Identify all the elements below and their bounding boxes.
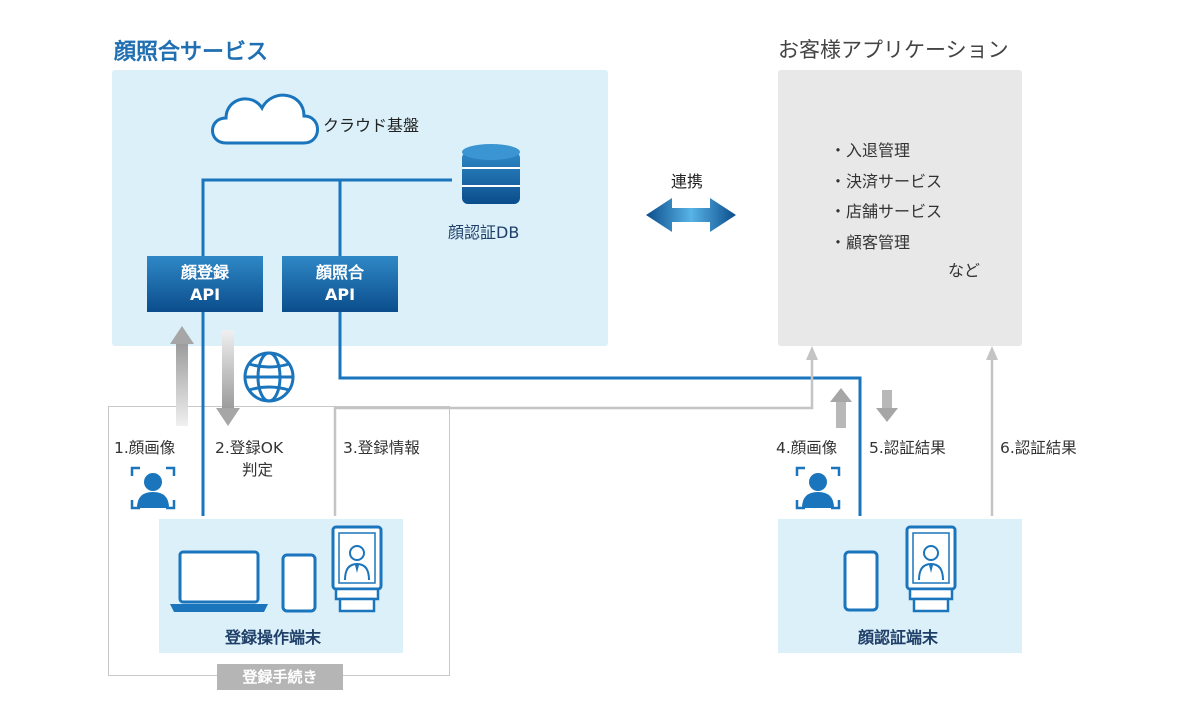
face-match-api-line1: 顔照合 <box>315 263 364 282</box>
auth-terminal-label: 顔認証端末 <box>858 628 939 647</box>
face-auth-device-icon <box>331 525 383 613</box>
laptop-icon <box>170 550 268 612</box>
auth-result-down-arrow-icon <box>876 390 898 422</box>
globe-icon <box>243 351 295 403</box>
auth-result-line-6 <box>986 346 998 516</box>
step-3-label: 3.登録情報 <box>343 439 420 457</box>
step-2-label: 2.登録OK <box>215 439 284 457</box>
customer-app-item: ・入退管理 <box>830 141 911 160</box>
customer-app-item: ・決済サービス <box>830 171 943 191</box>
link-label: 連携 <box>671 172 704 191</box>
face-match-api-box: 顔照合 API <box>282 256 398 312</box>
step-6-label: 6.認証結果 <box>1000 439 1077 457</box>
face-image-up-arrow-icon <box>830 388 852 428</box>
download-arrow-icon <box>216 330 240 426</box>
face-register-api-box: 顔登録 API <box>147 256 263 312</box>
customer-application-title: お客様アプリケーション <box>778 38 1009 62</box>
upload-arrow-icon <box>170 326 194 426</box>
smartphone-icon <box>281 553 317 613</box>
cloud-platform-label: クラウド基盤 <box>323 116 420 135</box>
customer-app-item: ・顧客管理 <box>830 232 911 252</box>
face-register-api-line1: 顔登録 <box>180 263 229 282</box>
database-icon <box>462 144 520 204</box>
network-lines <box>201 178 862 516</box>
registration-procedure-badge: 登録手続き <box>217 664 343 690</box>
face-register-api-line2: API <box>189 285 221 304</box>
customer-app-item: ・店舗サービス <box>830 202 943 221</box>
face-match-api-line2: API <box>324 285 356 304</box>
auth-terminal-panel <box>778 519 1022 653</box>
face-scan-icon <box>795 466 841 510</box>
smartphone-icon <box>843 550 879 612</box>
bidirectional-arrow-icon <box>646 198 736 232</box>
customer-application-panel <box>778 70 1022 346</box>
step-5-label: 5.認証結果 <box>869 439 946 457</box>
step-1-label: 1.顔画像 <box>114 439 176 457</box>
face-auth-device-icon <box>905 525 957 613</box>
face-service-title: 顔照合サービス <box>114 40 269 65</box>
registration-info-line <box>333 346 818 516</box>
registration-terminal-label: 登録操作端末 <box>225 628 322 647</box>
cloud-icon <box>211 93 319 145</box>
face-scan-icon <box>130 466 176 510</box>
face-auth-db-label: 顔認証DB <box>448 223 520 242</box>
customer-app-list: ・入退管理 ・決済サービス ・店舗サービス ・顧客管理 <box>830 136 942 258</box>
customer-app-etc: など <box>948 261 981 280</box>
step-4-label: 4.顔画像 <box>776 439 838 457</box>
step-2-sublabel: 判定 <box>242 461 274 479</box>
